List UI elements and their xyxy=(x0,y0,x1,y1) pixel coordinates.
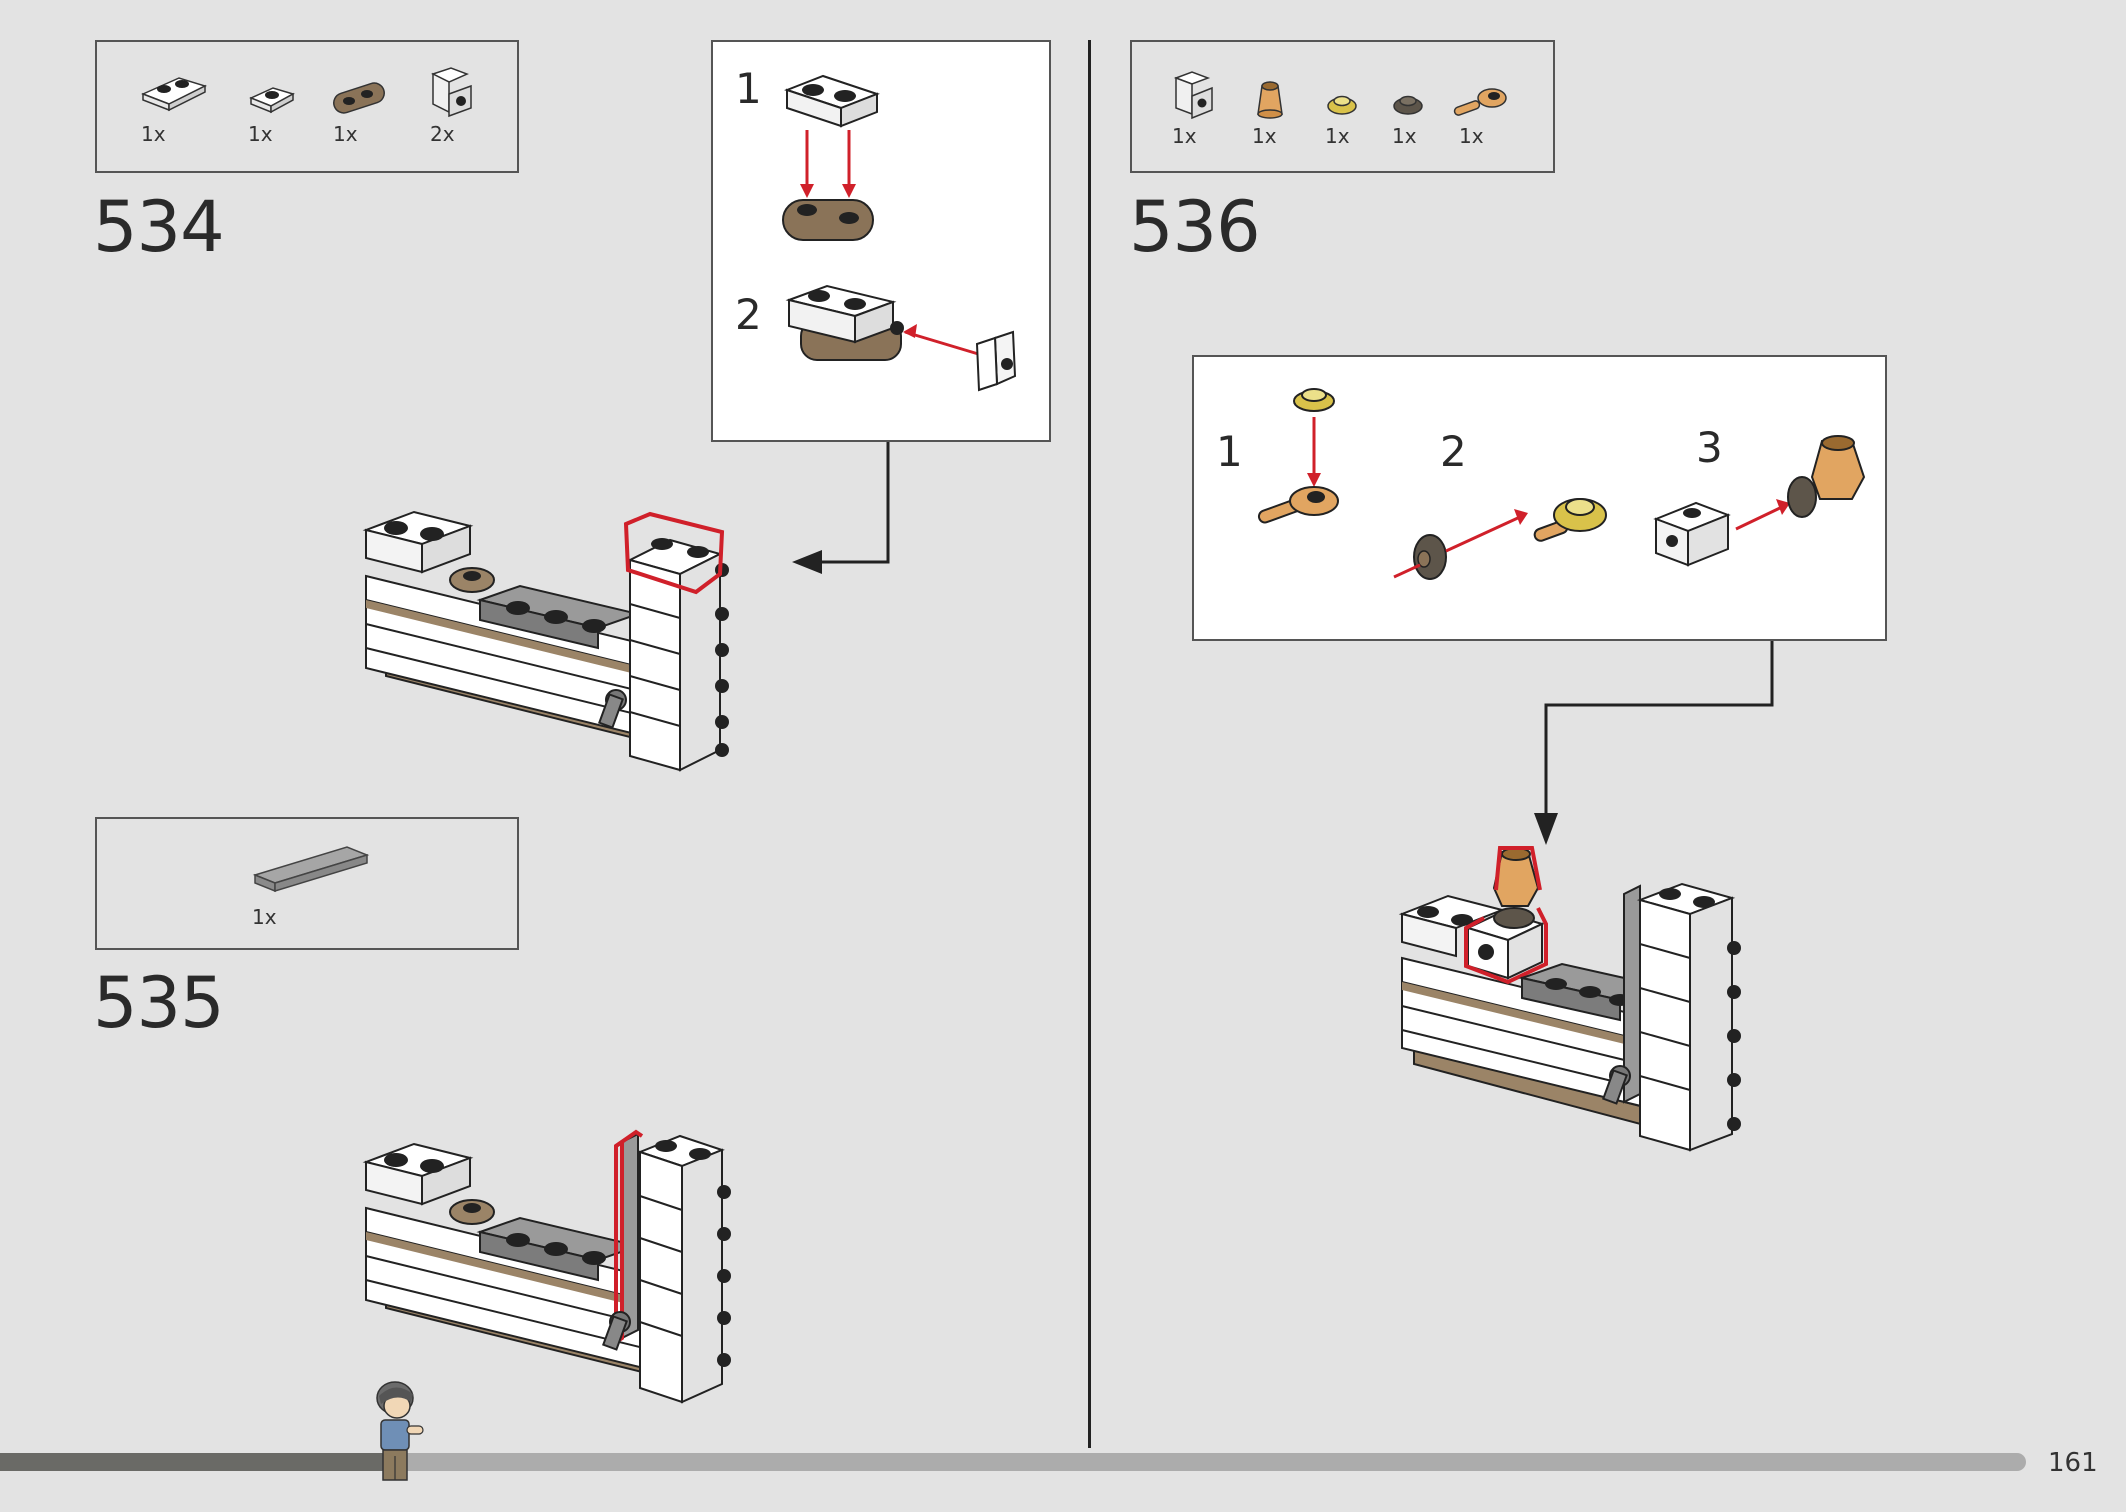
model-step-536 xyxy=(1398,846,1741,1152)
white-plate-1x2-icon xyxy=(141,77,208,112)
step-number-534: 534 xyxy=(93,186,225,268)
substep-number: 3 xyxy=(1696,423,1723,472)
dark-round-plate-icon xyxy=(1393,95,1423,115)
page-number: 161 xyxy=(2048,1448,2098,1478)
progress-fill xyxy=(0,1453,385,1471)
page-divider xyxy=(1088,40,1091,1448)
substep-2-illustration xyxy=(785,284,1017,392)
minifigure-progress-marker-icon xyxy=(376,1381,424,1481)
grey-tile-icon xyxy=(252,846,370,893)
parts-box-535: 1x xyxy=(95,817,519,950)
orange-clip-icon xyxy=(1453,88,1507,116)
model-step-535 xyxy=(362,1129,731,1404)
tan-rounded-plate-icon xyxy=(333,82,385,114)
part-qty: 1x xyxy=(1252,124,1277,148)
substep-number: 1 xyxy=(735,64,762,113)
progress-track xyxy=(0,1453,2026,1471)
model-step-534 xyxy=(362,510,729,772)
part-qty: 1x xyxy=(1325,124,1350,148)
white-bracket-icon xyxy=(1173,71,1213,120)
part-qty: 1x xyxy=(141,122,166,146)
step-number-536: 536 xyxy=(1129,186,1261,268)
substep-number: 2 xyxy=(1440,427,1467,476)
parts-box-536: 1x 1x 1x 1x 1x xyxy=(1130,40,1555,173)
part-qty: 1x xyxy=(1392,124,1417,148)
yellow-round-plate-icon xyxy=(1327,95,1357,115)
part-qty: 2x xyxy=(430,122,455,146)
parts-box-534: 1x 1x 1x 2x xyxy=(95,40,519,173)
callout-connector-536 xyxy=(1534,641,1774,845)
part-qty: 1x xyxy=(252,905,277,929)
step-number-535: 535 xyxy=(93,962,225,1044)
substep-number: 1 xyxy=(1216,427,1243,476)
substep-1-illustration xyxy=(782,74,880,241)
part-qty: 1x xyxy=(248,122,273,146)
white-plate-1x1-icon xyxy=(249,87,295,114)
part-qty: 1x xyxy=(333,122,358,146)
subassembly-callout-534: 1 2 xyxy=(711,40,1051,442)
white-bracket-icon xyxy=(431,67,472,118)
part-qty: 1x xyxy=(1459,124,1484,148)
subassembly-callout-536: 1 2 3 xyxy=(1192,355,1887,641)
substep-number: 2 xyxy=(735,290,762,339)
callout-connector-534 xyxy=(792,442,890,574)
orange-cone-icon xyxy=(1257,81,1283,119)
substep-2-illustration xyxy=(1393,498,1607,580)
part-qty: 1x xyxy=(1172,124,1197,148)
substep-1-illustration xyxy=(1257,388,1339,524)
substep-3-illustration xyxy=(1653,435,1866,567)
